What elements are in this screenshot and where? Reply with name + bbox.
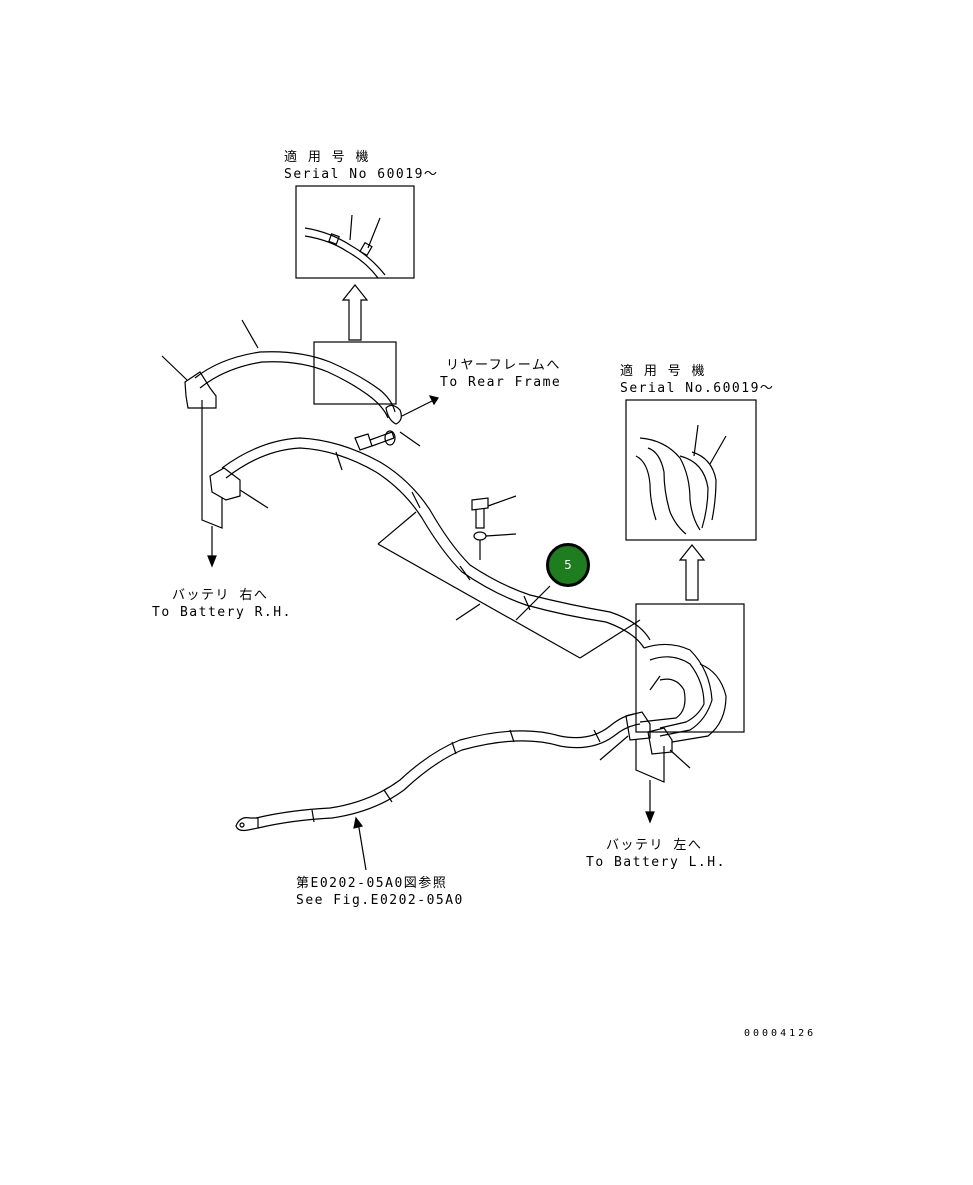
inset-left-label-jp: 適 用 号 機 <box>284 150 370 165</box>
see-fig-label-jp: 第E0202-05A0図参照 <box>296 876 448 891</box>
arrow-up-left <box>341 284 369 341</box>
inset-right-label-serial: Serial No.60019〜 <box>620 381 775 396</box>
battery-rh-label-en: To Battery R.H. <box>152 605 292 620</box>
rear-frame-label-en: To Rear Frame <box>440 375 562 390</box>
inset-left-label-serial: Serial No 60019〜 <box>284 167 439 182</box>
inset-box-right <box>625 399 757 541</box>
callout-badge: 5 <box>546 543 590 587</box>
drawing-number: 00004126 <box>744 1028 817 1039</box>
battery-rh-label-jp: バッテリ 右へ <box>172 588 269 603</box>
arrow-up-right <box>678 544 706 601</box>
zoom-box-right <box>635 603 745 733</box>
inset-right-label-jp: 適 用 号 機 <box>620 364 706 379</box>
rear-frame-label-jp: リヤーフレームへ <box>446 358 561 373</box>
see-fig-label-en: See Fig.E0202-05A0 <box>296 893 464 908</box>
battery-lh-label-jp: バッテリ 左へ <box>606 838 703 853</box>
inset-box-left <box>295 185 415 279</box>
battery-lh-label-en: To Battery L.H. <box>586 855 726 870</box>
zoom-box-left <box>313 341 397 405</box>
